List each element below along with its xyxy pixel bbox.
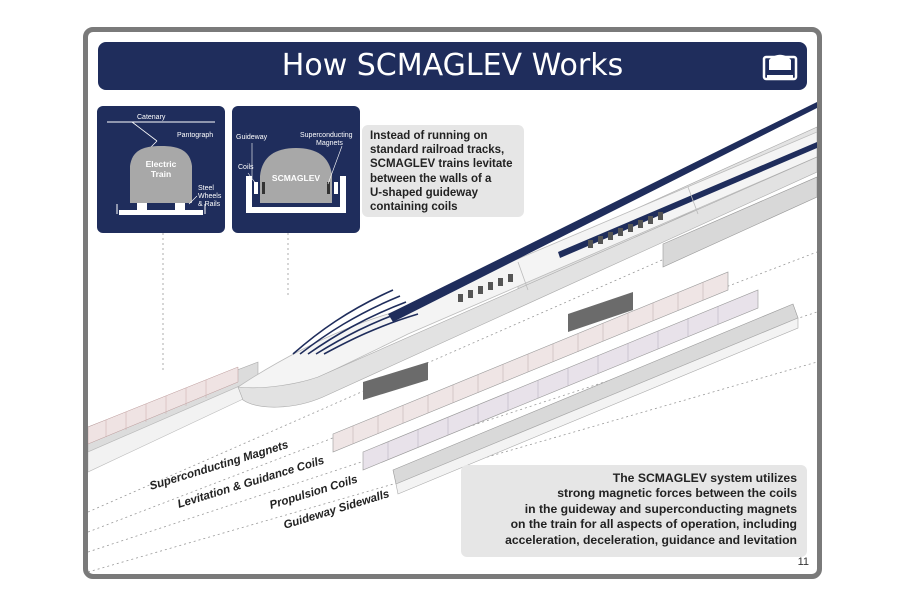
description-bottom-line: on the train for all aspects of operatio… — [510, 517, 797, 532]
coils-label: Coils — [238, 164, 254, 171]
electric-train-label-2: Train — [151, 169, 171, 179]
description-top-line: containing coils — [370, 201, 458, 214]
electric-train-label-1: Electric — [146, 159, 177, 169]
page-title: How SCMAGLEV Works — [281, 48, 624, 83]
scmaglev-train-label: SCMAGLEV — [272, 173, 321, 183]
catenary-label: Catenary — [137, 114, 166, 121]
title-bar: How SCMAGLEV Works — [98, 42, 807, 90]
description-top-line: Instead of running on — [370, 130, 488, 142]
scmaglev-panel: Guideway Superconducting Magnets Coils S… — [232, 106, 360, 233]
wheels-label-1: Steel — [198, 185, 214, 192]
description-bottom-line: acceleration, deceleration, guidance and… — [505, 532, 797, 547]
magnets-label-1: Superconducting — [300, 132, 353, 139]
conventional-train-panel: Catenary Pantograph Electric Train Steel… — [97, 106, 225, 233]
description-top-line: U-shaped guideway — [370, 186, 478, 199]
description-bottom-line: strong magnetic forces between the coils — [557, 486, 797, 501]
pantograph-label: Pantograph — [177, 132, 213, 139]
wheels-label-2: Wheels — [198, 193, 222, 200]
description-top-line: standard railroad tracks, — [370, 144, 505, 157]
wheels-label-3: & Rails — [198, 201, 221, 208]
description-bottom-line: in the guideway and superconducting magn… — [524, 501, 797, 516]
description-top: Instead of running on standard railroad … — [362, 125, 524, 217]
slide-frame: How SCMAGLEV Works Catenary Pantograph E… — [83, 27, 822, 579]
guideway-label: Guideway — [236, 134, 268, 141]
train-front-icon — [762, 54, 798, 81]
description-top-line: SCMAGLEV trains levitate — [370, 158, 513, 171]
magnets-label-2: Magnets — [316, 140, 343, 147]
description-bottom: The SCMAGLEV system utilizes strong magn… — [461, 465, 807, 557]
description-bottom-line: The SCMAGLEV system utilizes — [612, 471, 797, 485]
description-top-line: between the walls of a — [370, 172, 492, 185]
scmaglev-diagram — [88, 102, 817, 573]
page-number: 11 — [797, 556, 809, 568]
